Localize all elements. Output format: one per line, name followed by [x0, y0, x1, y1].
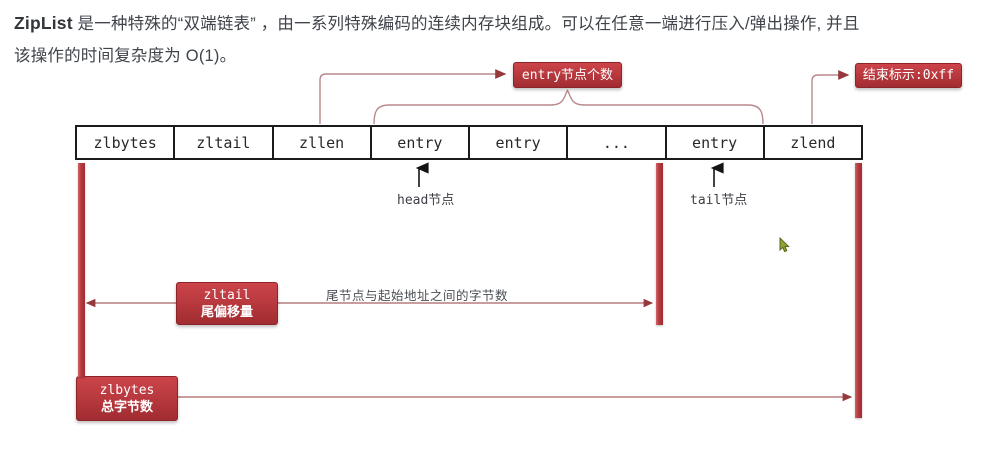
end-address-bar — [855, 163, 862, 418]
cell-zltail: zltail — [175, 127, 274, 158]
zltail-offset-label: zltail 尾偏移量 — [176, 282, 278, 325]
cell-zllen: zllen — [274, 127, 372, 158]
entry-count-text: entry节点个数 — [521, 67, 614, 83]
cell-entry-2: entry — [470, 127, 569, 158]
entry-count-label: entry节点个数 — [513, 62, 622, 88]
cell-entry-n: entry — [667, 127, 765, 158]
intro-line-1-text: 是一种特殊的“双端链表” ，由一系列特殊编码的连续内存块组成。可以在任意一端进行… — [72, 15, 860, 33]
tail-offset-description: 尾节点与起始地址之间的字节数 — [326, 289, 509, 303]
intro-line-1: ZipList 是一种特殊的“双端链表” ，由一系列特殊编码的连续内存块组成。可… — [14, 10, 860, 34]
intro-line-2: 该操作的时间复杂度为 O(1)。 — [14, 42, 236, 66]
ziplist-structure-table: zlbytes zltail zllen entry entry ... ent… — [75, 125, 863, 160]
cell-zlbytes: zlbytes — [77, 127, 176, 158]
zltail-offset-line1: zltail — [203, 287, 251, 303]
zlbytes-total-line1: zlbytes — [99, 382, 155, 398]
zltail-offset-line2: 尾偏移量 — [200, 304, 253, 320]
head-node-label: head节点 — [397, 193, 455, 208]
cell-ellipsis: ... — [568, 127, 667, 158]
zlbytes-total-line2: 总字节数 — [100, 399, 153, 415]
intro-line-2-text: 该操作的时间复杂度为 O(1)。 — [14, 47, 237, 65]
end-marker-text: 结束标示:0xff — [862, 68, 955, 83]
zlbytes-total-label: zlbytes 总字节数 — [76, 376, 178, 421]
zlend-connector-line — [811, 70, 850, 124]
end-marker-label: 结束标示:0xff — [855, 63, 962, 88]
tail-node-label: tail节点 — [690, 193, 748, 208]
start-address-bar — [78, 163, 85, 377]
mouse-cursor — [779, 236, 790, 253]
cell-zlend: zlend — [790, 133, 836, 152]
zllen-connector-line — [319, 69, 507, 124]
entries-brace — [373, 89, 764, 125]
cell-entry-1: entry — [372, 127, 470, 158]
intro-ziplist-term: ZipList — [14, 13, 73, 33]
tail-node-bar — [656, 163, 663, 325]
